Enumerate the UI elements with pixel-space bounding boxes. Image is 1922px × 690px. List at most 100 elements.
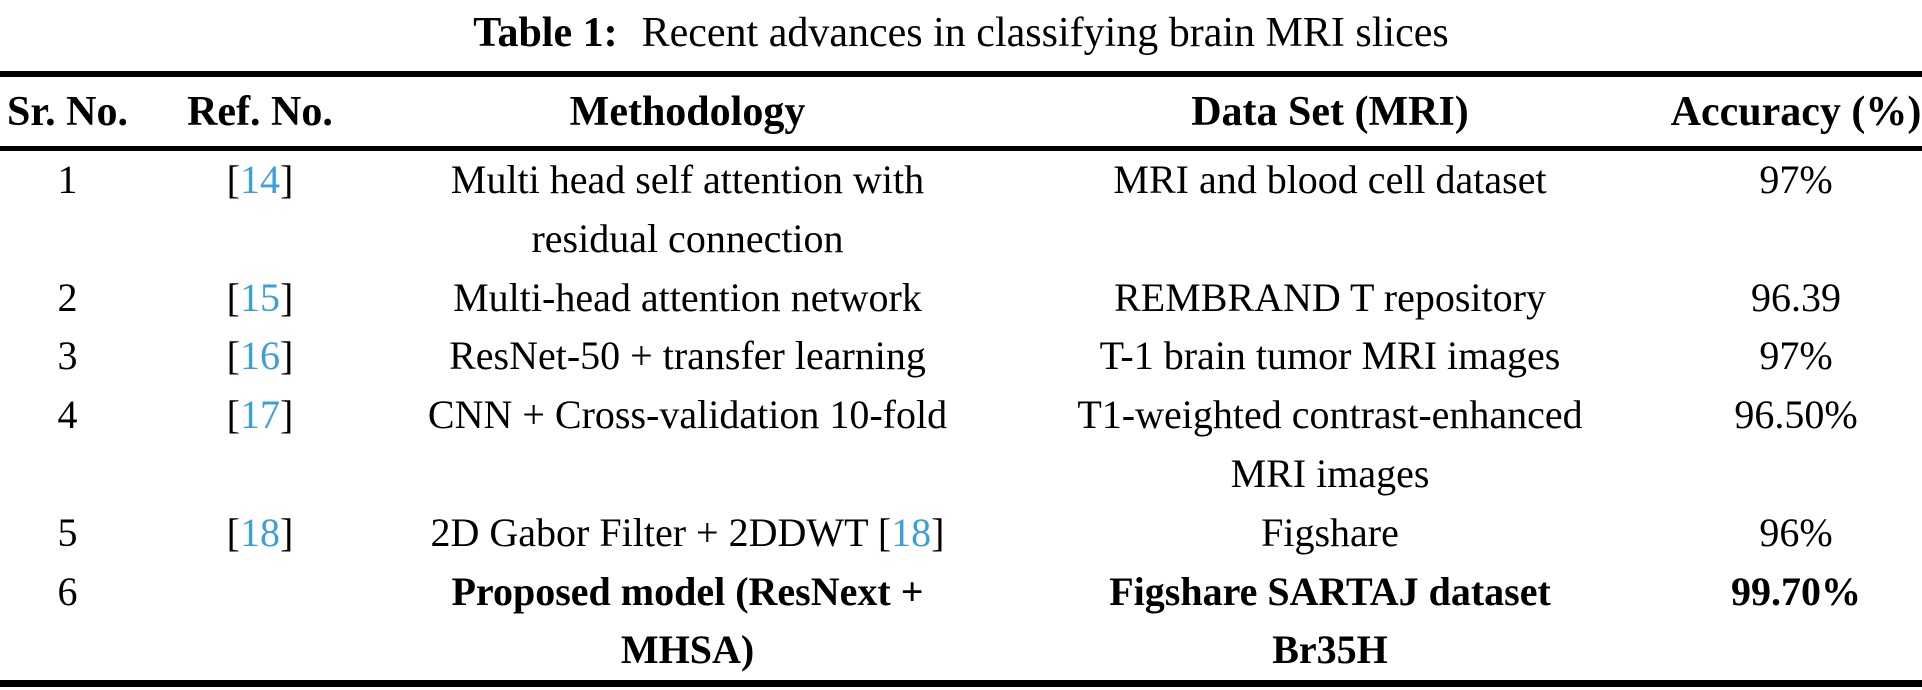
cell-line: 96.39 — [1670, 269, 1922, 328]
cell-line: Proposed model (ResNext + — [385, 563, 990, 622]
cell-line: 2 — [0, 269, 135, 328]
cell-line: 97% — [1670, 151, 1922, 210]
citation-link[interactable]: 17 — [240, 392, 280, 438]
cell-text: residual connection — [531, 215, 844, 261]
cell-text: CNN + Cross-validation 10-fold — [427, 392, 948, 438]
cell-text: T1-weighted contrast-enhanced — [1077, 392, 1583, 438]
cell-text: Br35H — [1272, 627, 1388, 673]
cell-line: [18] — [135, 504, 385, 563]
sr-no-cell: 4 — [0, 386, 135, 504]
table-caption-text: Recent advances in classifying brain MRI… — [641, 10, 1449, 56]
table-header-rule — [0, 146, 1922, 151]
methodology-cell: 2D Gabor Filter + 2DDWT [18] — [385, 504, 990, 563]
cell-text: 2D Gabor Filter + 2DDWT [ — [430, 509, 892, 555]
cell-text: 3 — [57, 333, 78, 379]
cell-text: ] — [280, 274, 294, 320]
cell-text: REMBRAND T repository — [1114, 274, 1546, 320]
sr-no-cell: 2 — [0, 269, 135, 328]
cell-text: ] — [931, 509, 945, 555]
dataset-cell: REMBRAND T repository — [990, 269, 1670, 328]
cell-text: 99.70% — [1731, 568, 1861, 614]
accuracy-cell: 99.70% — [1670, 563, 1922, 681]
cell-line: Multi-head attention network — [385, 269, 990, 328]
cell-text: ] — [280, 392, 294, 438]
cell-text: ] — [280, 509, 294, 555]
accuracy-cell: 96.39 — [1670, 269, 1922, 328]
cell-text: Multi head self attention with — [450, 157, 925, 202]
cell-text: 96.39 — [1751, 274, 1841, 320]
accuracy-cell: 97% — [1670, 151, 1922, 269]
methodology-cell: ResNet-50 + transfer learning — [385, 327, 990, 386]
cell-text: [ — [226, 333, 240, 379]
table-row: 4 [17] CNN + Cross-validation 10-fold T1-we… — [0, 386, 1922, 504]
citation-link[interactable]: 18 — [891, 509, 932, 555]
cell-line: Multi head self attention with — [385, 151, 990, 210]
cell-line: 99.70% — [1670, 563, 1922, 622]
table-row: 5[18]2D Gabor Filter + 2DDWT [18]Figshar… — [0, 504, 1922, 563]
cell-line: [16] — [135, 327, 385, 386]
cell-line: 2D Gabor Filter + 2DDWT [18] — [385, 504, 990, 563]
ref-no-cell — [135, 563, 385, 681]
sr-no-cell: 1 — [0, 151, 135, 269]
cell-line: 1 — [0, 151, 135, 210]
cell-text: MRI and blood cell dataset — [1113, 157, 1547, 202]
cell-text: T-1 brain tumor MRI images — [1099, 333, 1561, 379]
cell-text: 4 — [57, 392, 78, 438]
cell-text: ] — [280, 333, 294, 379]
methodology-cell: Multi-head attention network — [385, 269, 990, 328]
citation-link[interactable]: 16 — [240, 333, 280, 379]
cell-line: [17] — [135, 386, 385, 445]
table-row: 3 [16] ResNet-50 + transfer learning T-1 br… — [0, 327, 1922, 386]
cell-line: T-1 brain tumor MRI images — [990, 327, 1670, 386]
cell-line: Figshare — [990, 504, 1670, 563]
col-header-ref-no: Ref. No. — [187, 88, 333, 135]
cell-text: 5 — [57, 509, 78, 555]
accuracy-cell: 96% — [1670, 504, 1922, 563]
citation-link[interactable]: 15 — [240, 274, 280, 320]
cell-text: 97% — [1759, 157, 1833, 202]
cell-line: Br35H — [990, 621, 1670, 680]
accuracy-cell: 97% — [1670, 327, 1922, 386]
cell-text: Multi-head attention network — [453, 274, 922, 320]
sr-no-cell: 6 — [0, 563, 135, 681]
ref-no-cell: [14] — [135, 151, 385, 269]
ref-no-cell: [16] — [135, 327, 385, 386]
cell-line: 5 — [0, 504, 135, 563]
cell-line: 96.50% — [1670, 386, 1922, 445]
cell-text: [ — [226, 509, 240, 555]
cell-text: ] — [280, 157, 294, 202]
citation-link[interactable]: 18 — [240, 509, 280, 555]
methodology-cell: Proposed model (ResNext +MHSA) — [385, 563, 990, 681]
sr-no-cell: 3 — [0, 327, 135, 386]
table-header-row: Sr. No. Ref. No. Methodology Data Set (M… — [0, 77, 1922, 146]
methodology-cell: CNN + Cross-validation 10-fold — [385, 386, 990, 504]
cell-text: 97% — [1759, 333, 1833, 379]
cell-text: ResNet-50 + transfer learning — [449, 333, 926, 379]
cell-text: [ — [226, 157, 240, 202]
dataset-cell: Figshare — [990, 504, 1670, 563]
cell-text: [ — [226, 274, 240, 320]
sr-no-cell: 5 — [0, 504, 135, 563]
cell-line: 4 — [0, 386, 135, 445]
cell-text: 6 — [57, 568, 78, 614]
col-header-sr-no: Sr. No. — [7, 88, 128, 135]
ref-no-cell: [15] — [135, 269, 385, 328]
table-bottom-rule — [0, 680, 1922, 688]
table-top-rule — [0, 71, 1922, 77]
cell-text: 1 — [57, 157, 78, 202]
table-number-label: Table 1: — [473, 10, 618, 56]
cell-line: 3 — [0, 327, 135, 386]
cell-line: [15] — [135, 269, 385, 328]
ref-no-cell: [18] — [135, 504, 385, 563]
ref-no-cell: [17] — [135, 386, 385, 504]
cell-line: MRI and blood cell dataset — [990, 151, 1670, 210]
citation-link[interactable]: 14 — [240, 157, 280, 202]
accuracy-cell: 96.50% — [1670, 386, 1922, 504]
cell-text: MRI images — [1230, 450, 1430, 496]
methodology-cell: Multi head self attention with residual c… — [385, 151, 990, 269]
table-row: 6 Proposed model (ResNext +MHSA)Figshare … — [0, 563, 1922, 681]
